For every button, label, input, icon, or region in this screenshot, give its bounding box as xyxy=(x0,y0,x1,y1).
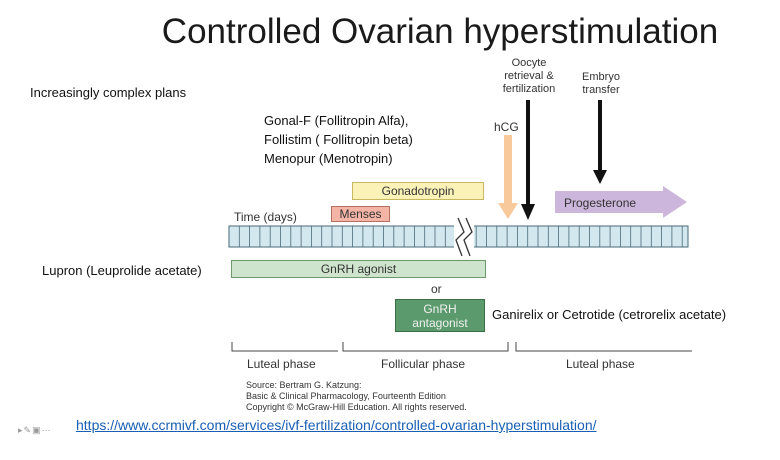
menses-bar: Menses xyxy=(331,206,390,222)
timeline-break-mark xyxy=(455,217,465,257)
embryo-transfer-arrow xyxy=(593,100,607,184)
gnrh-antagonist-box: GnRH antagonist xyxy=(395,299,485,332)
phase-follicular: Follicular phase xyxy=(381,357,466,371)
oocyte-label: Oocyte retrieval & fertilization xyxy=(502,57,556,95)
drug-list: Gonal-F (Follitropin Alfa), Follistim ( … xyxy=(264,111,413,168)
progesterone-label: Progesterone xyxy=(564,196,637,210)
more-icon[interactable]: ⋯ xyxy=(41,425,52,435)
slide-subtitle: Increasingly complex plans xyxy=(30,85,187,100)
embryo-label: Embryo transfer xyxy=(582,71,620,96)
progesterone-arrow xyxy=(555,186,687,218)
lupron-label: Lupron (Leuprolide acetate) xyxy=(42,263,202,278)
slides-icon[interactable]: ▣ xyxy=(32,425,42,435)
phase-luteal-1: Luteal phase xyxy=(247,357,316,371)
drug-menopur: Menopur (Menotropin) xyxy=(264,151,393,166)
drug-gonal-f: Gonal-F (Follitropin Alfa), xyxy=(264,113,409,128)
antagonist-note: Ganirelix or Cetrotide (cetrorelix aceta… xyxy=(492,307,727,322)
hcg-arrow xyxy=(498,135,518,219)
pen-icon[interactable]: ✎ xyxy=(23,425,33,435)
timeline-strip xyxy=(228,225,689,248)
play-icon[interactable]: ▸ xyxy=(18,425,24,435)
timeline-break-mark xyxy=(463,217,473,257)
or-label: or xyxy=(431,282,442,296)
time-axis-label: Time (days) xyxy=(234,210,297,224)
source-citation: Source: Bertram G. Katzung: Basic & Clin… xyxy=(246,380,467,412)
gnrh-agonist-bar: GnRH agonist xyxy=(231,260,486,278)
timeline-break-gap xyxy=(454,225,474,248)
slide-title: Controlled Ovarian hyperstimulation xyxy=(161,12,719,51)
gonadotropin-bar: Gonadotropin xyxy=(352,182,484,200)
drug-follistim: Follistim ( Follitropin beta) xyxy=(264,132,413,147)
slide-toolbar-icons[interactable]: ▸✎▣⋯ xyxy=(18,425,52,436)
phase-brackets xyxy=(231,342,692,352)
hcg-label: hCG xyxy=(494,120,519,134)
oocyte-retrieval-arrow xyxy=(521,100,535,220)
source-url-link[interactable]: https://www.ccrmivf.com/services/ivf-fer… xyxy=(76,417,597,433)
phase-luteal-2: Luteal phase xyxy=(566,357,635,371)
